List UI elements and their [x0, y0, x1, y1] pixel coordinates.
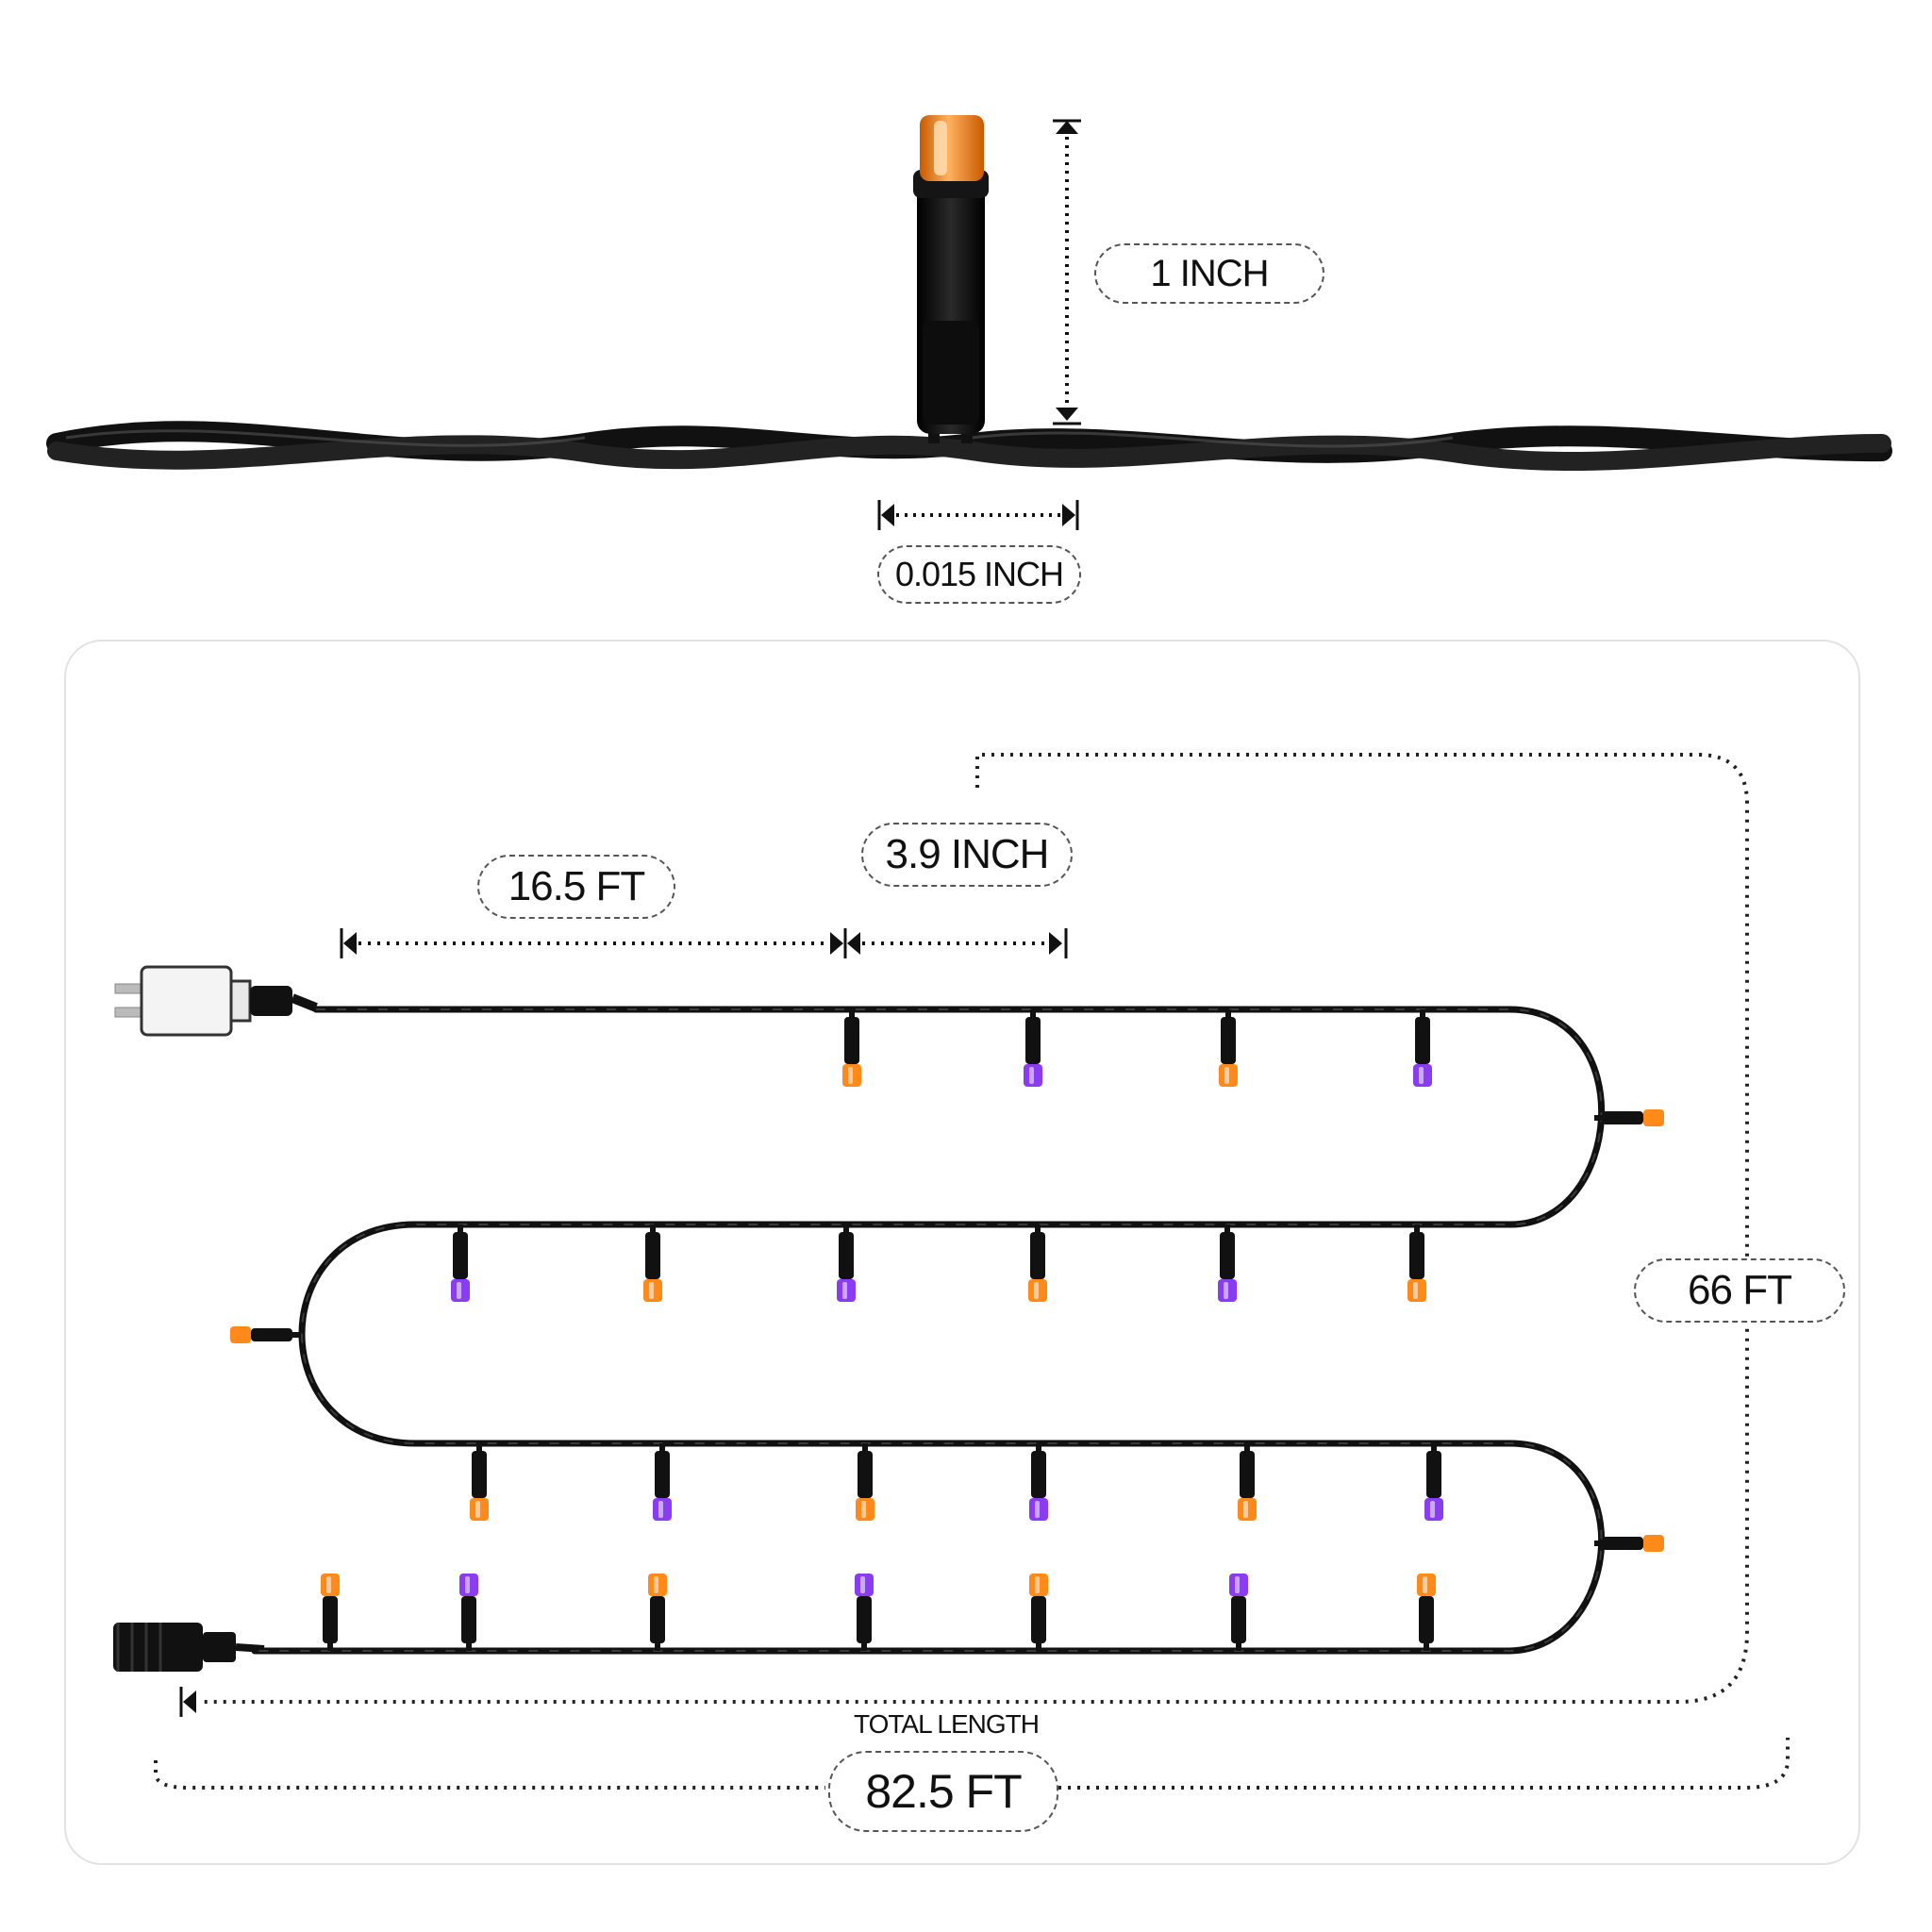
total-length-start-marker: [179, 1687, 196, 1717]
bulb-purple: [855, 1574, 874, 1651]
total-length-caption: TOTAL LENGTH: [854, 1709, 1040, 1739]
closeup-bulb: [913, 115, 989, 443]
bulb-purple: [1413, 1009, 1432, 1087]
lead-length-dimension: [340, 928, 847, 958]
wire-gauge-dimension: [877, 500, 1079, 530]
bulb-orange: [1594, 1109, 1664, 1126]
bulb-orange: [230, 1326, 300, 1343]
closeup-wire: [46, 421, 1892, 471]
bulb-orange: [643, 1224, 662, 1302]
bulb-orange: [470, 1443, 489, 1521]
bulb-purple: [653, 1443, 672, 1521]
end-connector: [113, 1623, 265, 1672]
bulb-purple: [451, 1224, 470, 1302]
bulb-spacing-label: 3.9 INCH: [861, 823, 1073, 887]
bulb-purple: [459, 1574, 478, 1651]
bulb-height-label: 1 INCH: [1094, 243, 1324, 304]
bulb-purple: [1024, 1009, 1042, 1087]
bulbs-layer: [230, 1009, 1664, 1651]
lit-length-dimension: [203, 753, 1749, 1704]
bulb-orange: [648, 1574, 667, 1651]
bulb-purple: [1218, 1224, 1237, 1302]
bulb-orange: [1594, 1535, 1664, 1552]
bulb-orange: [842, 1009, 861, 1087]
total-length-dimension: [154, 1738, 1790, 1790]
bulb-purple: [1029, 1443, 1048, 1521]
power-plug: [114, 965, 318, 1037]
bulb-purple: [1424, 1443, 1443, 1521]
total-length-label: 82.5 FT: [828, 1751, 1058, 1832]
bulb-orange: [1238, 1443, 1257, 1521]
diagram-panel: [64, 640, 1860, 1865]
string-wire-twist: [255, 1008, 1603, 1652]
bulb-orange: [1028, 1224, 1047, 1302]
bulb-orange: [1407, 1224, 1426, 1302]
lit-length-label: 66 FT: [1634, 1258, 1845, 1323]
bulb-orange: [1417, 1574, 1436, 1651]
bulb-purple: [837, 1224, 856, 1302]
bulb-height-dimension: [1053, 119, 1081, 425]
bulb-orange: [1029, 1574, 1048, 1651]
bulb-spacing-dimension: [847, 928, 1068, 958]
string-wire: [251, 1006, 1606, 1655]
bulb-orange: [321, 1574, 340, 1651]
wire-gauge-label: 0.015 INCH: [877, 545, 1081, 604]
lead-length-label: 16.5 FT: [477, 855, 675, 919]
bulb-orange: [1219, 1009, 1238, 1087]
bulb-purple: [1229, 1574, 1248, 1651]
bulb-orange: [856, 1443, 874, 1521]
